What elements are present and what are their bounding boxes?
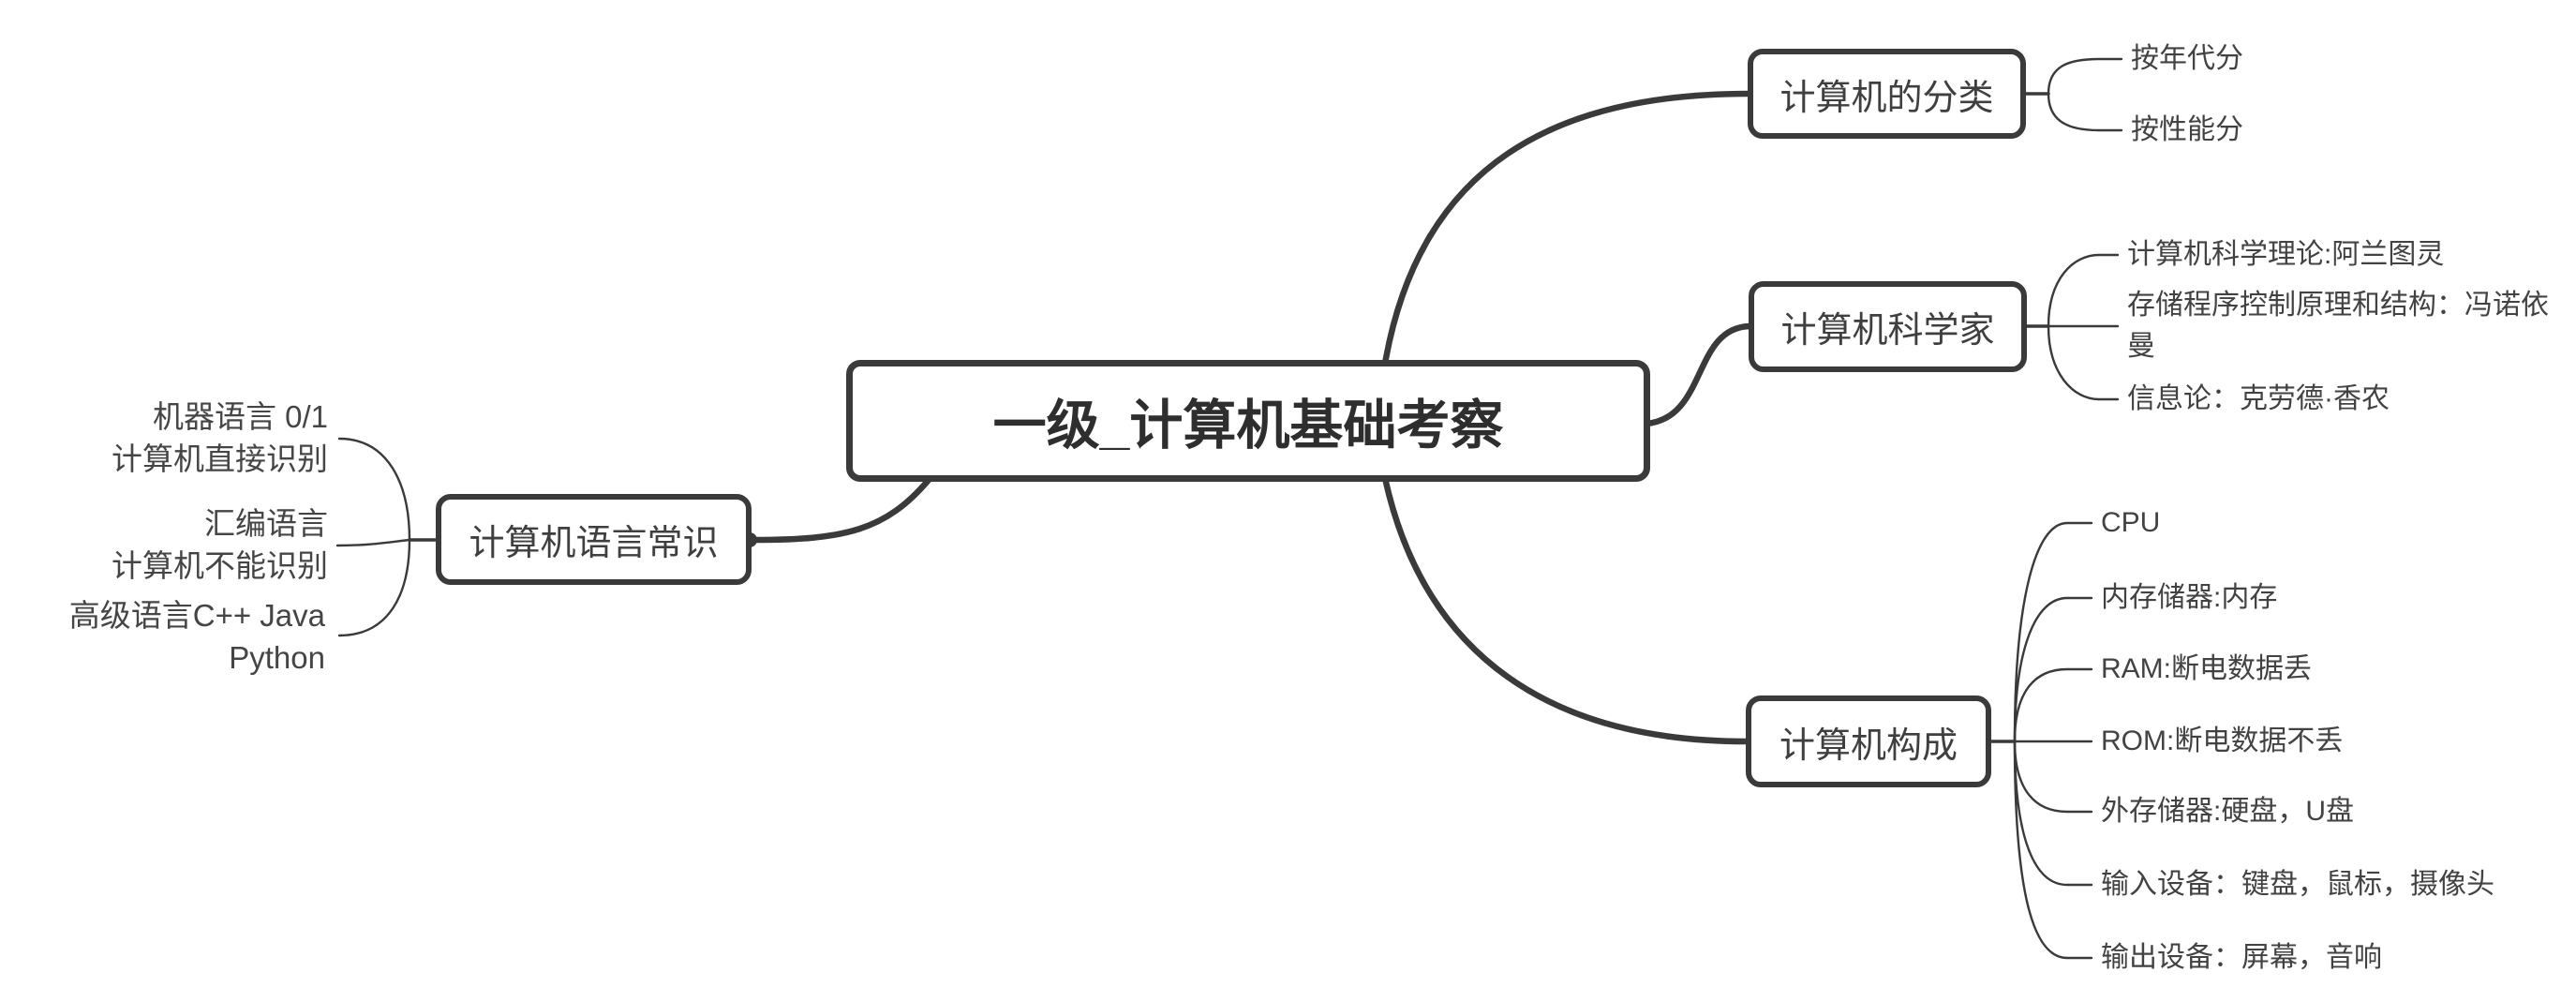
edge-scientists-child-2 [2047,324,2120,401]
child-topic-shannon[interactable]: 信息论：克劳德·香农 [2127,383,2390,414]
edge-root-to-languages [750,476,932,544]
child-topic-cpu[interactable]: CPU [2101,507,2161,538]
child-topic-by-performance[interactable]: 按性能分 [2131,114,2243,145]
child-topic-external-storage[interactable]: 外存储器:硬盘，U盘 [2101,796,2354,827]
edge-composition-child-4 [2013,740,2093,814]
edge-composition-child-5 [2013,740,2093,887]
branch-topic-languages[interactable]: 计算机语言常识 [436,494,752,585]
edge-classification-child-1 [2047,92,2123,132]
edge-languages-child-2 [337,538,411,637]
root-topic[interactable]: 一级_计算机基础考察 [846,360,1650,482]
edge-languages-child-1 [335,538,411,547]
child-topic-assembly-language[interactable]: 汇编语言 计算机不能识别 [112,506,328,583]
edge-root-to-classification [1381,90,1752,367]
branch-topic-composition[interactable]: 计算机构成 [1746,695,1991,787]
child-topic-high-level-language[interactable]: 高级语言C++ Java Python [68,598,325,675]
child-topic-turing[interactable]: 计算机科学理论:阿兰图灵 [2127,239,2445,270]
edge-composition-child-0 [2013,521,2093,743]
edge-composition-child-6 [2013,740,2093,960]
edge-root-to-scientists [1643,322,1753,427]
branch-topic-scientists[interactable]: 计算机科学家 [1749,281,2027,372]
child-topic-internal-memory[interactable]: 内存储器:内存 [2101,582,2278,613]
child-topic-machine-language[interactable]: 机器语言 0/1 计算机直接识别 [112,399,328,476]
child-topic-by-era[interactable]: 按年代分 [2131,43,2243,74]
edge-composition-child-2 [2013,667,2093,743]
child-topic-von-neumann[interactable]: 存储程序控制原理和结构：冯诺依曼 [2127,290,2549,362]
edge-composition-child-1 [2013,596,2093,743]
edge-scientists-child-0 [2047,253,2120,328]
edge-root-to-composition [1381,474,1750,745]
child-topic-output-devices[interactable]: 输出设备：屏幕，音响 [2101,942,2382,973]
branch-topic-classification[interactable]: 计算机的分类 [1748,49,2026,139]
child-topic-ram[interactable]: RAM:断电数据丢 [2101,653,2312,684]
child-topic-rom[interactable]: ROM:断电数据不丢 [2101,725,2344,756]
child-topic-input-devices[interactable]: 输入设备：键盘，鼠标，摄像头 [2101,869,2494,900]
edge-languages-child-0 [337,437,411,542]
edge-classification-child-0 [2047,57,2123,96]
